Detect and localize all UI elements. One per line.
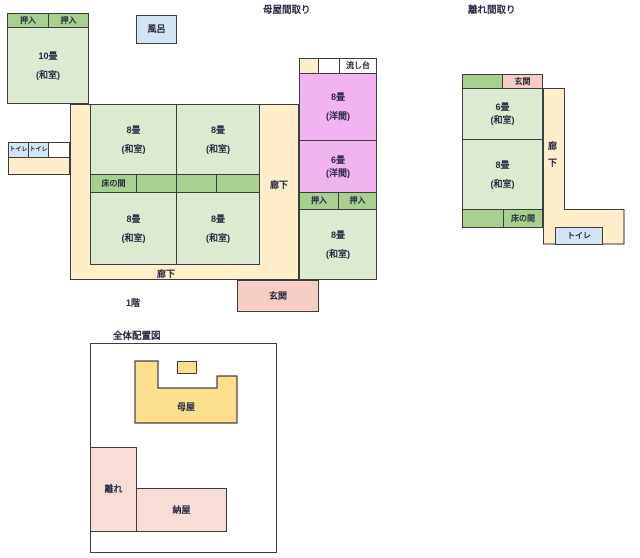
closet-cell-4: 押入 xyxy=(338,192,377,210)
sink-row-blank-cell xyxy=(318,58,340,74)
toilet-corridor-strip xyxy=(8,157,70,175)
tokonoma-strip-cell-4 xyxy=(216,174,260,193)
tokonoma-cell: 床の間 xyxy=(90,174,137,193)
annex-toilet: トイレ xyxy=(555,227,603,245)
annex-corridor-label: 廊 下 xyxy=(548,141,558,169)
annex-corridor-shape xyxy=(543,88,625,245)
room-8jo-washitsu-se: 8畳 (和室) xyxy=(176,192,260,265)
site-main-house-shape xyxy=(134,360,238,424)
main-house-title: 母屋間取り xyxy=(263,5,311,16)
bath-room: 風呂 xyxy=(136,15,177,44)
site-plan-title: 全体配置図 xyxy=(113,331,161,342)
room-8jo-washitsu-east: 8畳 (和室) xyxy=(299,209,377,280)
annex-title: 離れ間取り xyxy=(468,5,516,16)
room-10jo-washitsu: 10畳 (和室) xyxy=(7,27,89,104)
toilet-cell-1: トイレ xyxy=(8,142,29,158)
room-8jo-washitsu-ne: 8畳 (和室) xyxy=(176,104,260,175)
room-8jo-youma: 8畳 (洋間) xyxy=(299,73,377,141)
toilet-cell-2: トイレ xyxy=(28,142,49,158)
annex-entry-green-cell xyxy=(462,74,503,89)
annex-tokonoma-cell: 床の間 xyxy=(503,209,543,228)
entrance-main-house: 玄関 xyxy=(237,280,319,312)
tokonoma-strip-cell-3 xyxy=(176,174,217,193)
entrance-annex: 玄関 xyxy=(502,74,543,89)
closet-cell-3: 押入 xyxy=(299,192,339,210)
annex-room-8jo-washitsu: 8畳 (和室) xyxy=(462,139,543,210)
sink-row-cream-cell xyxy=(299,58,319,74)
closet-cell-1: 押入 xyxy=(7,13,49,28)
annex-green-cell xyxy=(462,209,504,228)
toilet-anteroom-cell xyxy=(48,142,70,158)
corridor-label-right: 廊下 xyxy=(270,180,289,190)
room-8jo-washitsu-sw: 8畳 (和室) xyxy=(90,192,177,265)
floor-1-label: 1階 xyxy=(126,298,141,308)
closet-cell-2: 押入 xyxy=(48,13,89,28)
site-barn-shape: 納屋 xyxy=(136,488,227,532)
room-8jo-washitsu-nw: 8畳 (和室) xyxy=(90,104,177,175)
annex-room-6jo-washitsu: 6畳 (和室) xyxy=(462,88,543,140)
tokonoma-strip-cell-2 xyxy=(136,174,177,193)
sink-cell: 流し台 xyxy=(339,58,377,74)
corridor-label-bottom: 廊下 xyxy=(157,269,176,279)
site-main-house-label: 母屋 xyxy=(177,402,196,412)
site-annex-shape: 離れ xyxy=(90,447,137,532)
room-6jo-youma: 6畳 (洋間) xyxy=(299,140,377,193)
site-bath-shape xyxy=(177,361,197,374)
